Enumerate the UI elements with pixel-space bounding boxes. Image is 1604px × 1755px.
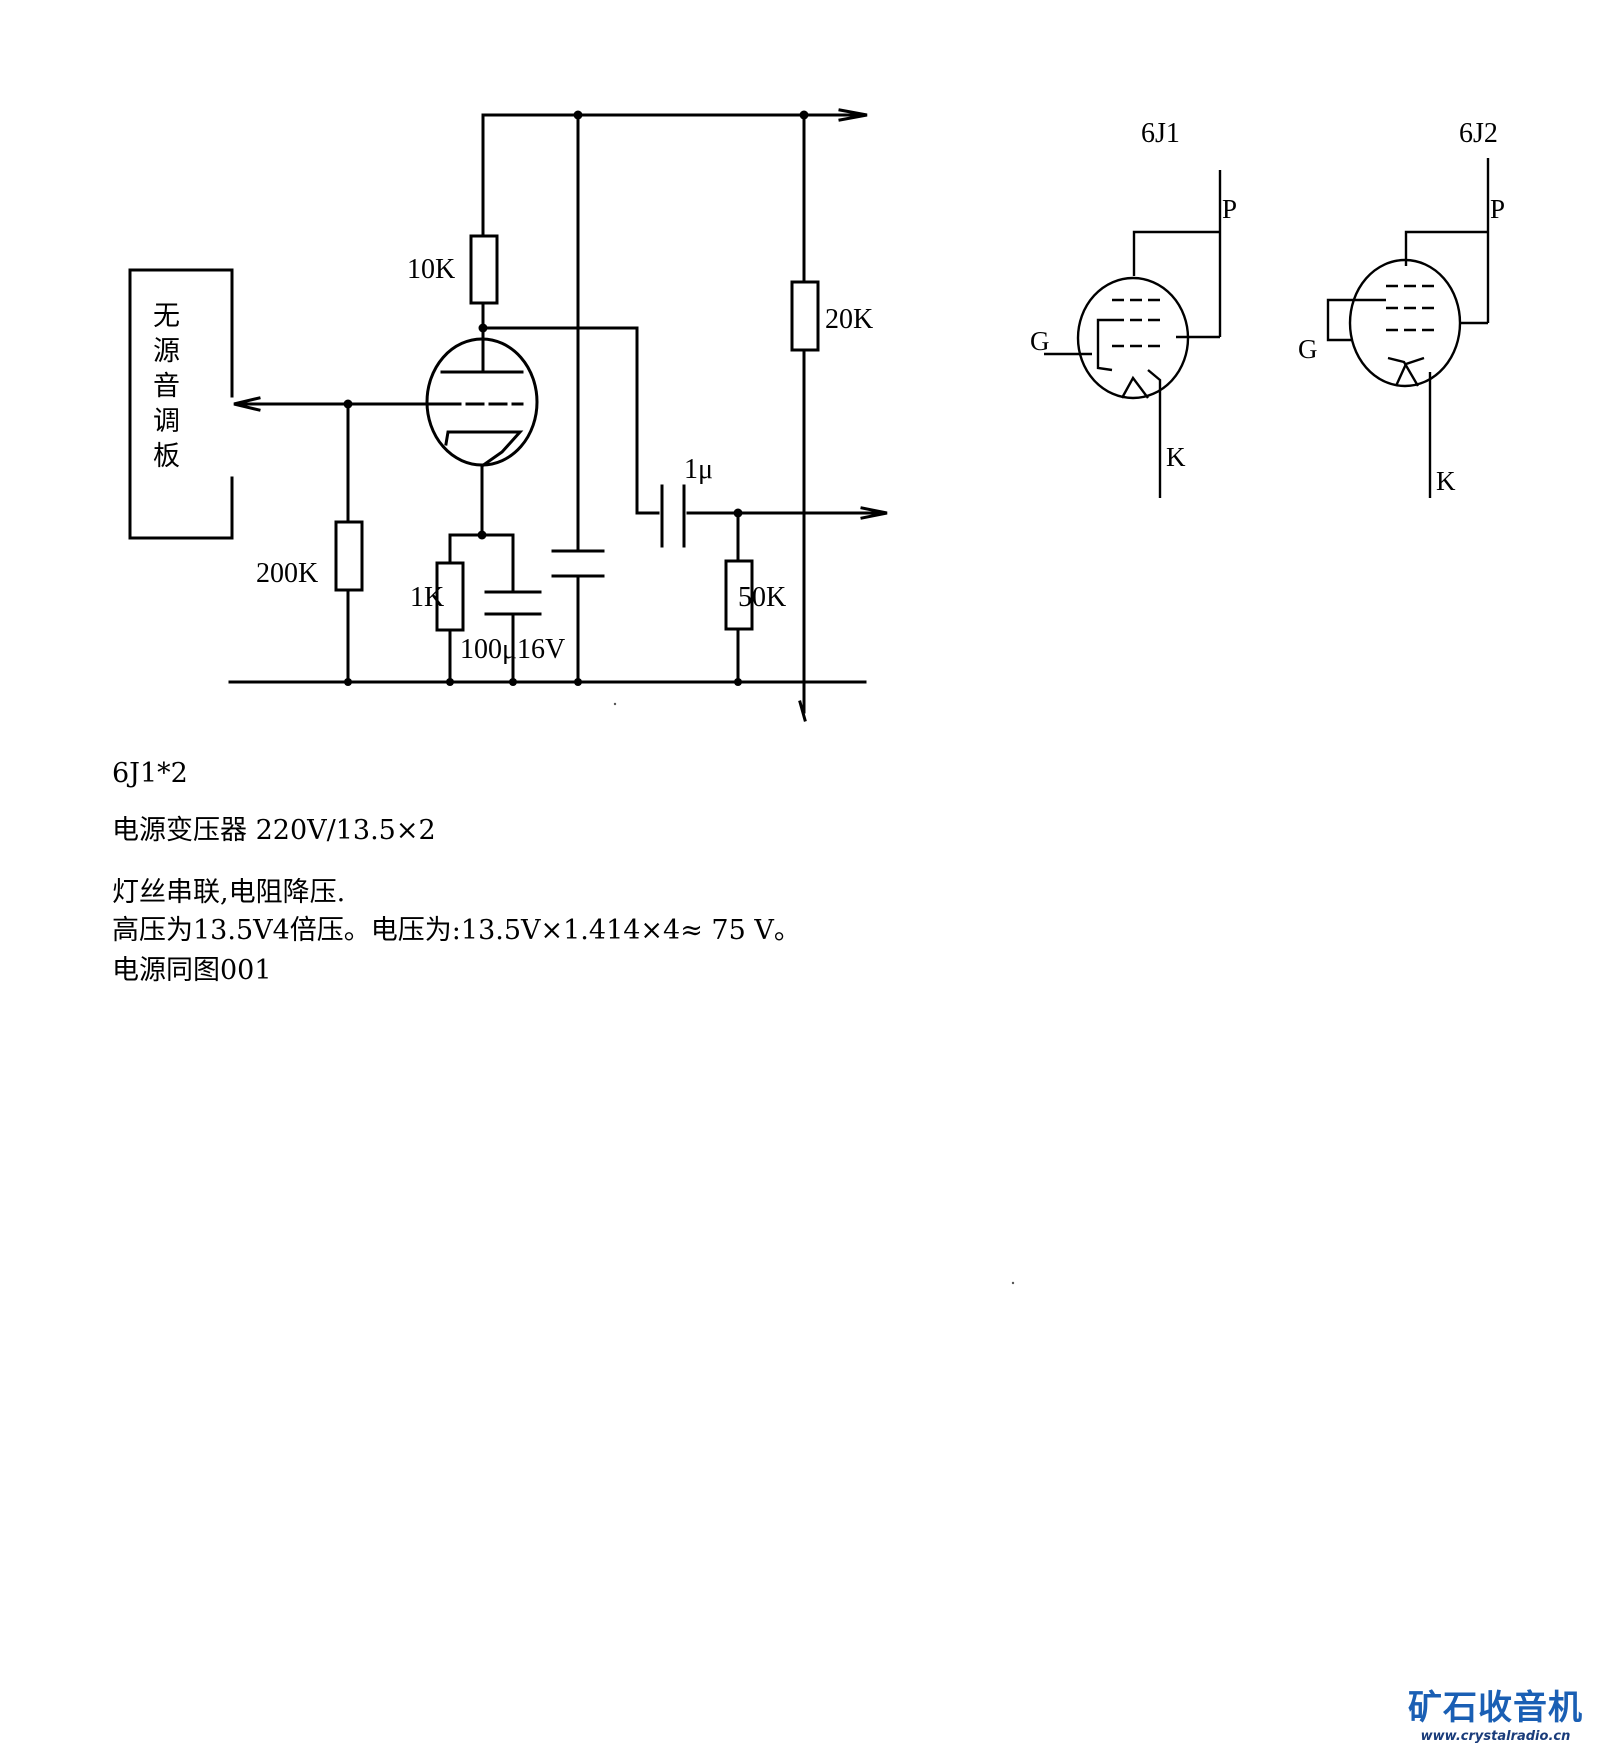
tube-6j1-pinout: 6J1 P G K (1030, 118, 1237, 498)
note-filament: 灯丝串联,电阻降压. (112, 877, 346, 908)
label-10k: 10K (407, 254, 455, 285)
tone-board-char: 源 (153, 336, 180, 367)
note-high-voltage: 高压为13.5V4倍压。电压为:13.5V×1.414×4≈ 75 V。 (112, 915, 801, 946)
b-plus-arrow (838, 108, 868, 122)
label-200k: 200K (256, 558, 318, 589)
output-arrow (860, 506, 888, 520)
label-1u: 1μ (684, 454, 713, 485)
tube-cathode (444, 430, 524, 469)
tube-6j2-pin-g: G (1298, 334, 1318, 364)
tone-board-char: 板 (153, 441, 180, 472)
tube-6j2-title: 6J2 (1459, 118, 1498, 149)
watermark-title: 矿石收音机 (1408, 1688, 1583, 1728)
speck (1011, 1281, 1015, 1285)
watermark-logo: 矿石收音机 www.crystalradio.cn (1408, 1680, 1583, 1744)
tone-board-char: 音 (153, 371, 180, 402)
label-100u16v: 100μ16V (460, 634, 565, 665)
resistor-20k (790, 280, 820, 352)
tone-board-box: 无 源 音 调 板 (128, 268, 234, 540)
resistor-200k (334, 520, 364, 592)
resistor-10k (469, 234, 499, 305)
tone-board-char: 无 (153, 301, 180, 332)
input-arrow (233, 396, 261, 412)
note-transformer: 电源变压器 220V/13.5×2 (112, 815, 436, 846)
tube-6j1-title: 6J1 (1141, 118, 1180, 149)
tube-6j2-pin-p: P (1490, 194, 1505, 224)
tube-6j2-pin-k: K (1436, 466, 1456, 496)
tone-board-char: 调 (153, 406, 180, 437)
triode-tube (425, 337, 539, 537)
tube-6j2-pinout: 6J2 P G K (1298, 118, 1505, 498)
label-1k: 1K (410, 582, 444, 613)
label-50k: 50K (738, 582, 786, 613)
speck (613, 702, 617, 706)
note-power-supply: 电源同图001 (112, 955, 272, 986)
tube-6j1-pin-k: K (1166, 442, 1186, 472)
tube-6j1-pin-p: P (1222, 194, 1237, 224)
tube-6j1-pin-g: G (1030, 326, 1050, 356)
note-tube-count: 6J1*2 (112, 758, 188, 789)
label-20k: 20K (825, 304, 873, 335)
main-circuit: 10K 1μ 50K 20K (128, 108, 1015, 1285)
watermark-url: www.crystalradio.cn (1420, 1729, 1571, 1744)
